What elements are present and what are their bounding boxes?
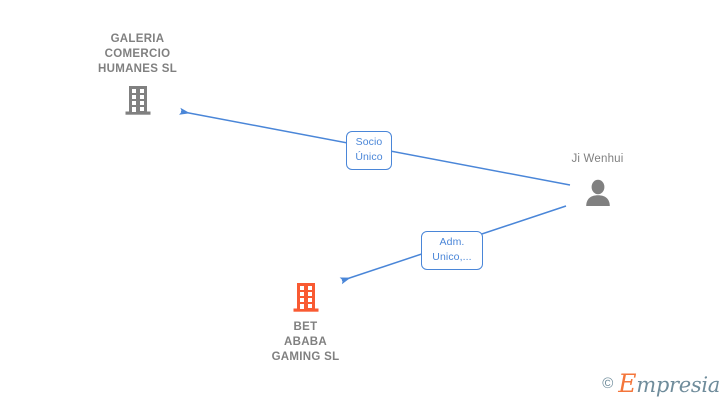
building-icon[interactable]	[121, 83, 155, 117]
building-icon[interactable]	[289, 280, 323, 314]
person-icon[interactable]	[581, 179, 615, 207]
person-icon-wrap	[535, 179, 660, 207]
node-bet-ababa-gaming[interactable]: BET ABABA GAMING SL	[243, 280, 368, 365]
edge-label-adm-unico[interactable]: Adm. Unico,...	[421, 231, 483, 270]
brand-initial: E	[618, 369, 637, 398]
watermark-empresia: © Empresia	[602, 371, 720, 396]
node-label-ji-wenhui: Ji Wenhui	[571, 153, 624, 165]
brand-wordmark: Empresia	[618, 371, 720, 396]
brand-rest: mpresia	[636, 373, 720, 397]
node-label-galeria-comercio-humanes: GALERIA COMERCIO HUMANES SL	[97, 33, 178, 75]
building-icon-wrap-orange	[243, 280, 368, 314]
building-icon-wrap	[75, 83, 200, 117]
copyright-icon: ©	[602, 375, 614, 392]
node-ji-wenhui[interactable]: Ji Wenhui	[535, 152, 660, 207]
edge-label-socio-unico[interactable]: Socio Único	[346, 131, 392, 170]
node-galeria-comercio-humanes[interactable]: GALERIA COMERCIO HUMANES SL	[75, 32, 200, 117]
node-label-bet-ababa-gaming: BET ABABA GAMING SL	[271, 321, 340, 363]
